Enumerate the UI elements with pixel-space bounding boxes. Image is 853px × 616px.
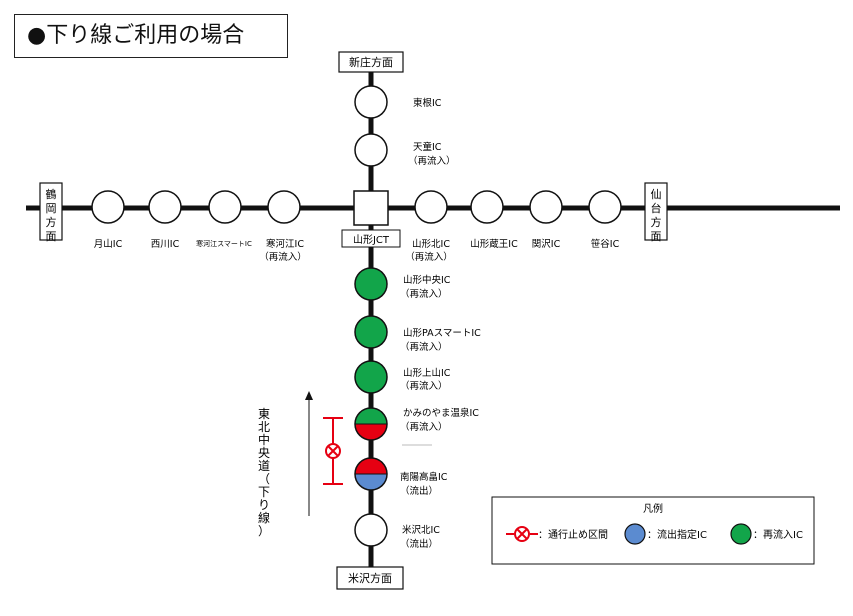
svg-text:（流出）: （流出） (400, 538, 438, 550)
svg-text:南陽高畠IC: 南陽高畠IC (400, 471, 448, 483)
station-yamagata-zao: 山形蔵王IC (470, 190, 518, 250)
junction-yamagata: 山形JCT (341, 190, 401, 248)
svg-text:天童IC: 天童IC (413, 141, 442, 153)
svg-text:（再流入）: （再流入） (400, 341, 448, 353)
svg-text:：流出指定IC: ：流出指定IC (647, 528, 707, 541)
route-label: 東北中央道（下り線） (258, 407, 270, 538)
station-sagae: 寒河江IC （再流入） (259, 190, 307, 263)
svg-text:山形蔵王IC: 山形蔵王IC (470, 238, 518, 250)
svg-text:東根IC: 東根IC (413, 97, 442, 109)
station-sasaya: 笹谷IC (588, 190, 622, 250)
svg-text:（再流入）: （再流入） (400, 288, 448, 300)
svg-text:新庄方面: 新庄方面 (349, 55, 393, 69)
svg-text:鶴岡方面: 鶴岡方面 (46, 187, 57, 243)
direction-east: 仙台方面 (644, 182, 668, 243)
station-sagae-smart: 寒河江スマートIC (196, 190, 252, 248)
page-title: ●下り線ご利用の場合 (14, 14, 288, 58)
direction-south: 米沢方面 (336, 566, 404, 590)
svg-text:仙台方面: 仙台方面 (651, 188, 662, 243)
legend: 凡例 ：通行止め区間 ：流出指定IC ：再流入IC (491, 496, 815, 565)
svg-text:（流出）: （流出） (400, 485, 438, 497)
svg-text:：再流入IC: ：再流入IC (753, 528, 803, 541)
station-yamagata-pa-smart: 山形PAスマートIC （再流入） (354, 315, 481, 353)
svg-text:山形北IC: 山形北IC (412, 238, 450, 250)
svg-text:寒河江スマートIC: 寒河江スマートIC (196, 239, 252, 248)
svg-text:（再流入）: （再流入） (259, 251, 307, 263)
station-nishikawa: 西川IC (148, 190, 182, 250)
station-nanyo-takahata: 南陽高畠IC （流出） (354, 457, 448, 497)
svg-text:西川IC: 西川IC (151, 239, 180, 250)
svg-text:月山IC: 月山IC (94, 239, 123, 250)
svg-text:かみのやま温泉IC: かみのやま温泉IC (403, 407, 479, 419)
station-yamagata-kaminoyama: 山形上山IC （再流入） (354, 360, 451, 394)
svg-text:（再流入）: （再流入） (400, 421, 448, 433)
svg-text:山形JCT: 山形JCT (353, 234, 390, 246)
svg-text:米沢方面: 米沢方面 (348, 571, 392, 585)
legend-exit-designated: ：流出指定IC (624, 523, 707, 545)
station-yamagata-kita: 山形北IC （再流入） (405, 190, 453, 263)
svg-text:山形上山IC: 山形上山IC (403, 367, 451, 379)
station-yamagata-chuo: 山形中央IC （再流入） (354, 267, 451, 301)
station-yonezawa-kita: 米沢北IC （流出） (354, 513, 440, 550)
direction-north: 新庄方面 (338, 51, 404, 73)
station-kaminoyama-onsen: かみのやま温泉IC （再流入） (354, 407, 479, 446)
direction-arrow (305, 391, 313, 516)
svg-text:山形中央IC: 山形中央IC (403, 274, 451, 286)
station-sekizawa: 関沢IC (529, 190, 563, 250)
svg-text:関沢IC: 関沢IC (532, 238, 561, 250)
svg-text:：通行止め区間: ：通行止め区間 (538, 528, 608, 541)
svg-text:米沢北IC: 米沢北IC (402, 524, 440, 536)
svg-text:寒河江IC: 寒河江IC (266, 238, 304, 250)
legend-reentry: ：再流入IC (730, 523, 803, 545)
svg-text:山形PAスマートIC: 山形PAスマートIC (403, 327, 481, 339)
legend-closed: ：通行止め区間 (506, 526, 608, 542)
svg-text:（再流入）: （再流入） (408, 155, 456, 167)
svg-text:笹谷IC: 笹谷IC (591, 238, 620, 250)
station-higashine: 東根IC (354, 85, 442, 119)
legend-title: 凡例 (643, 502, 663, 515)
closed-section-marker (323, 417, 343, 485)
svg-text:（再流入）: （再流入） (400, 380, 448, 392)
direction-west: 鶴岡方面 (39, 182, 63, 243)
svg-text:（再流入）: （再流入） (405, 251, 453, 263)
station-gassan: 月山IC (91, 190, 125, 250)
station-tendo: 天童IC （再流入） (354, 133, 456, 167)
